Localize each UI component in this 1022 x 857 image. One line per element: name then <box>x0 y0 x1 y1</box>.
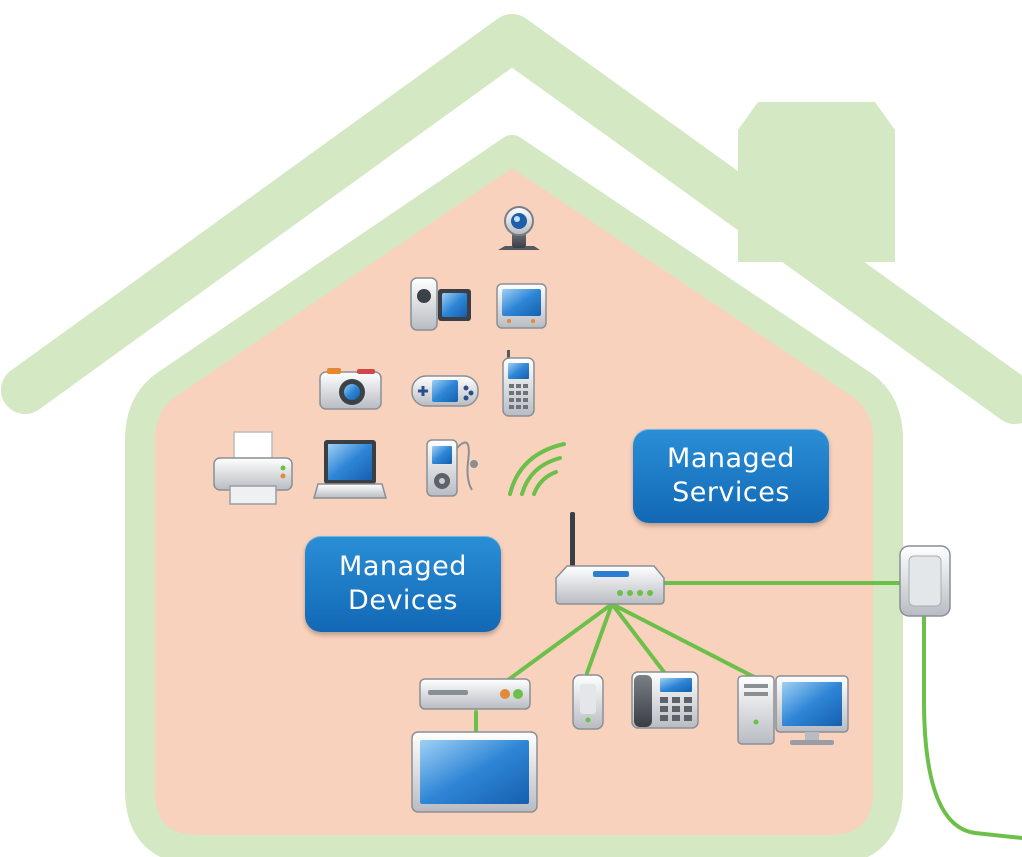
house-body <box>125 135 903 857</box>
portable-media-player-icon <box>496 283 547 329</box>
managed-services-label: Managed Services <box>633 429 829 523</box>
wifi-signal-icon <box>508 442 566 496</box>
managed-services-line-1: Managed <box>667 443 795 474</box>
handheld-game-console-icon <box>411 375 479 407</box>
camcorder-icon <box>410 277 471 331</box>
wireless-router-icon <box>555 512 665 605</box>
powerline-adapter-icon <box>572 674 604 730</box>
managed-devices-label: Managed Devices <box>305 536 501 632</box>
network-cables <box>474 581 1022 840</box>
managed-services-line-2: Services <box>672 477 790 508</box>
laptop-icon <box>313 440 387 499</box>
camera-icon <box>319 368 382 410</box>
set-top-box-icon <box>419 678 531 710</box>
roof <box>1 14 1022 424</box>
mp3-player-icon <box>426 439 478 497</box>
wall-plug-adapter-icon <box>899 545 951 617</box>
house-outline <box>1 14 1022 857</box>
webcam-icon <box>498 206 540 250</box>
desktop-computer-icon <box>737 675 849 745</box>
mobile-phone-icon <box>502 350 535 417</box>
managed-devices-line-2: Devices <box>348 585 458 616</box>
desk-phone-icon <box>631 671 699 729</box>
tv-icon <box>411 731 538 813</box>
printer-icon <box>213 431 293 505</box>
managed-devices-line-1: Managed <box>339 551 467 582</box>
